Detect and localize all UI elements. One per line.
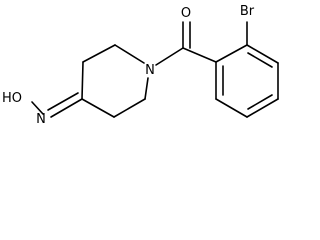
bromine-label: Br [240,4,255,19]
bond-ar4-ar5 [246,98,279,118]
bond-ar5-ar6 [215,98,248,118]
bond-ar2-ar3 [246,44,279,64]
bond-n-carbonyl [155,47,184,66]
oxime-nitrogen-label: N [36,112,46,127]
bond-c2-c3 [82,44,116,63]
bond-c3-c4 [81,61,84,100]
amide-linkage [155,21,217,66]
bond-c4-noxime-a [50,98,83,118]
piperidine-ring [81,44,149,118]
bond-n-c2 [114,44,145,64]
bond-c6-n [144,77,149,100]
bond-c4-c5 [81,98,115,118]
bond-noxime-o [31,101,44,115]
bond-ar1-ar2 [215,44,248,63]
bond-carbonyl-aryl [182,47,217,63]
aromatic-inner-1 [247,52,273,68]
bond-c4-noxime-b [47,92,79,111]
oxime-group [31,92,83,118]
hydroxy-label: HO [2,91,22,106]
carbonyl-oxygen-label: O [181,6,191,21]
ring-nitrogen-label: N [145,63,155,78]
bond-c5-c6 [113,98,146,118]
structure-diagram: Br O N HO N [2,4,279,127]
benzene-ring [215,44,279,118]
aromatic-inner-2 [247,94,273,110]
